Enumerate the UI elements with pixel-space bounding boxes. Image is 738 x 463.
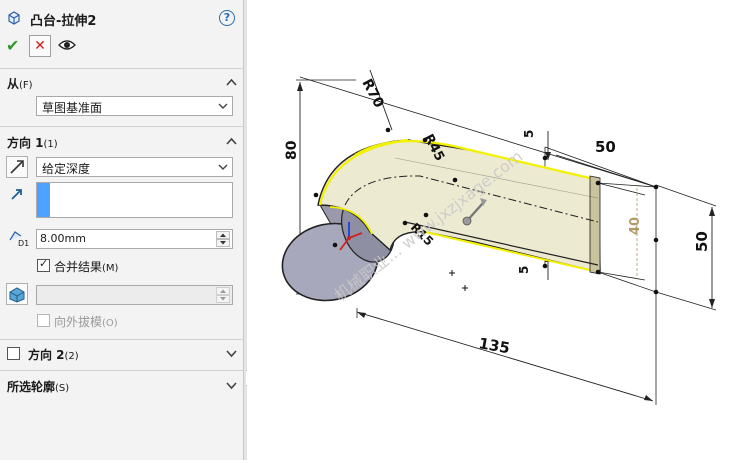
separator <box>0 68 244 69</box>
direction-vector-selection-box[interactable] <box>36 182 233 218</box>
chevron-up-icon[interactable] <box>226 77 237 88</box>
preview-eye-icon[interactable] <box>58 38 76 52</box>
depth-value: 8.00mm <box>40 232 86 245</box>
chevron-up-icon[interactable] <box>226 136 237 147</box>
from-section-title[interactable]: 从(F) <box>7 75 33 92</box>
from-label: 从 <box>7 77 20 91</box>
feature-title: 凸台-拉伸2 <box>30 14 97 29</box>
spinner-arrows-icon <box>216 287 230 303</box>
direction-vector-icon <box>11 189 22 200</box>
model-view[interactable]: R70 80 R45 5 50 40 50 5 R15 135 机械职业… ww… <box>247 0 738 460</box>
sketch-points <box>313 127 659 295</box>
from-condition-select[interactable]: 草图基准面 <box>36 96 233 116</box>
chevron-down-icon <box>218 164 228 170</box>
direction1-label: 方向 1 <box>7 136 44 150</box>
spinner-arrows-icon[interactable] <box>216 231 230 247</box>
draft-outward-checkbox[interactable] <box>37 314 50 327</box>
from-condition-value: 草图基准面 <box>42 101 103 115</box>
chevron-down-icon[interactable] <box>226 380 237 391</box>
extrude-feature-icon <box>8 11 20 25</box>
separator <box>0 126 244 127</box>
merge-result-hotkey: (M) <box>102 263 119 274</box>
dim-40[interactable]: 40 <box>628 217 643 235</box>
help-button[interactable]: ? <box>219 10 235 26</box>
direction2-hotkey: (2) <box>64 351 79 362</box>
draft-angle-input[interactable] <box>36 285 233 305</box>
chevron-down-icon[interactable] <box>226 348 237 359</box>
depth-dimension-icon: D1 <box>9 231 29 248</box>
origin-markers <box>449 270 468 291</box>
dim-50-right[interactable]: 50 <box>693 231 711 252</box>
from-hotkey: (F) <box>19 80 33 91</box>
reverse-direction-icon <box>10 160 24 174</box>
depth-tag: D1 <box>18 239 29 248</box>
reverse-direction-button[interactable] <box>6 156 28 178</box>
merge-result-checkbox[interactable]: ✓ <box>37 257 50 272</box>
separator <box>0 339 244 340</box>
merge-result-label: 合并结果(M) <box>54 258 118 275</box>
chevron-down-icon <box>218 103 228 109</box>
direction2-label: 方向 2 <box>28 348 65 362</box>
ok-button[interactable]: ✔ <box>6 36 20 55</box>
direction2-checkbox[interactable] <box>7 347 20 360</box>
dim-5-top[interactable]: 5 <box>522 130 536 138</box>
property-manager-panel: 凸台-拉伸2 ? ✔ ✕ 从(F) 草图基准面 方向 1(1) 给定深度 <box>0 0 244 460</box>
graphics-viewport[interactable]: R70 80 R45 5 50 40 50 5 R15 135 机械职业… ww… <box>247 0 738 460</box>
direction1-section-title[interactable]: 方向 1(1) <box>7 134 58 151</box>
draft-outward-hotkey: (O) <box>102 318 118 329</box>
direction1-hotkey: (1) <box>43 139 58 150</box>
feature-header: 凸台-拉伸2 ? <box>6 9 238 29</box>
bent-arm-body[interactable] <box>317 138 601 275</box>
direction2-section-title[interactable]: 方向 2(2) <box>28 346 79 363</box>
draft-icon <box>9 287 25 303</box>
dim-80[interactable]: 80 <box>284 140 300 160</box>
coordinate-triad-icon <box>339 222 363 251</box>
selection-focus-indicator <box>37 183 50 217</box>
dim-135[interactable]: 135 <box>477 334 511 357</box>
draft-outward-label: 向外拔模(O) <box>54 313 118 330</box>
check-mark-icon: ✓ <box>39 257 49 270</box>
end-condition-select[interactable]: 给定深度 <box>36 157 233 177</box>
panel-splitter[interactable] <box>244 0 247 460</box>
merge-result-text: 合并结果 <box>54 260 103 274</box>
draft-outward-text: 向外拔模 <box>54 315 103 329</box>
drag-arrow-handle[interactable] <box>462 198 487 226</box>
draft-toggle-button[interactable] <box>6 283 28 305</box>
dim-5-bottom[interactable]: 5 <box>517 266 531 274</box>
separator <box>0 370 244 371</box>
selected-contours-section-title[interactable]: 所选轮廓(S) <box>7 378 69 395</box>
dim-50-top[interactable]: 50 <box>595 138 616 156</box>
selected-contours-hotkey: (S) <box>55 383 70 394</box>
depth-input[interactable]: 8.00mm <box>36 229 233 249</box>
end-condition-value: 给定深度 <box>42 162 91 176</box>
cancel-button[interactable]: ✕ <box>29 35 51 57</box>
selected-contours-label: 所选轮廓 <box>7 380 56 394</box>
